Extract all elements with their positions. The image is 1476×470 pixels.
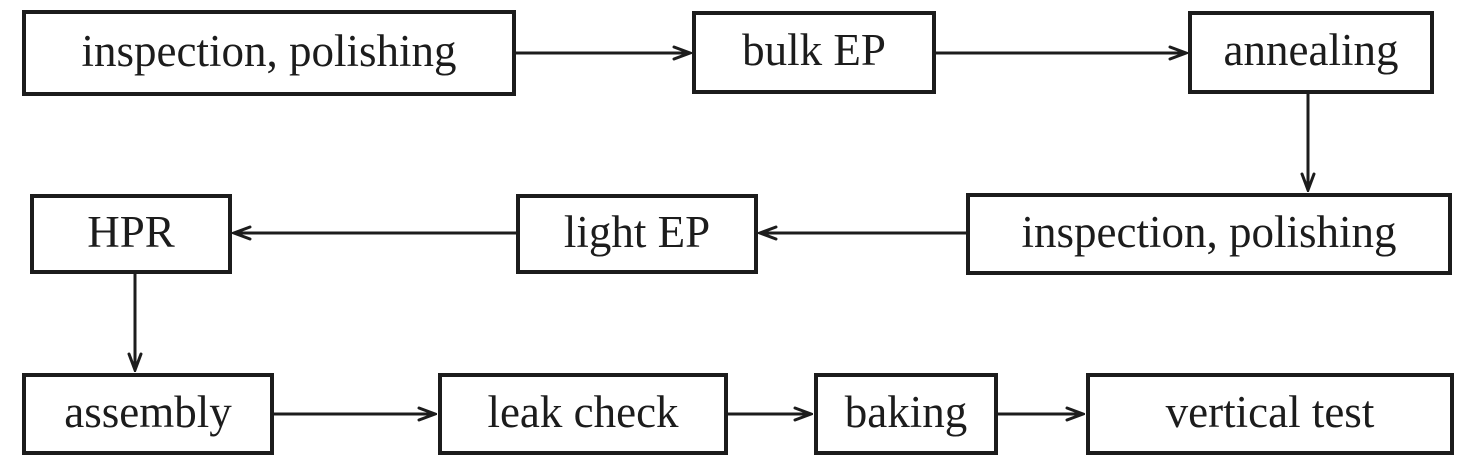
node-assembly: assembly xyxy=(22,373,274,455)
node-vertical-test: vertical test xyxy=(1086,373,1454,455)
node-baking: baking xyxy=(814,373,998,455)
node-hpr: HPR xyxy=(30,194,232,274)
node-light-ep: light EP xyxy=(516,194,758,274)
node-annealing: annealing xyxy=(1188,11,1434,94)
node-inspection-polishing-2: inspection, polishing xyxy=(966,193,1452,275)
node-bulk-ep: bulk EP xyxy=(692,11,936,94)
node-leak-check: leak check xyxy=(438,373,728,455)
node-inspection-polishing-1: inspection, polishing xyxy=(22,10,516,96)
